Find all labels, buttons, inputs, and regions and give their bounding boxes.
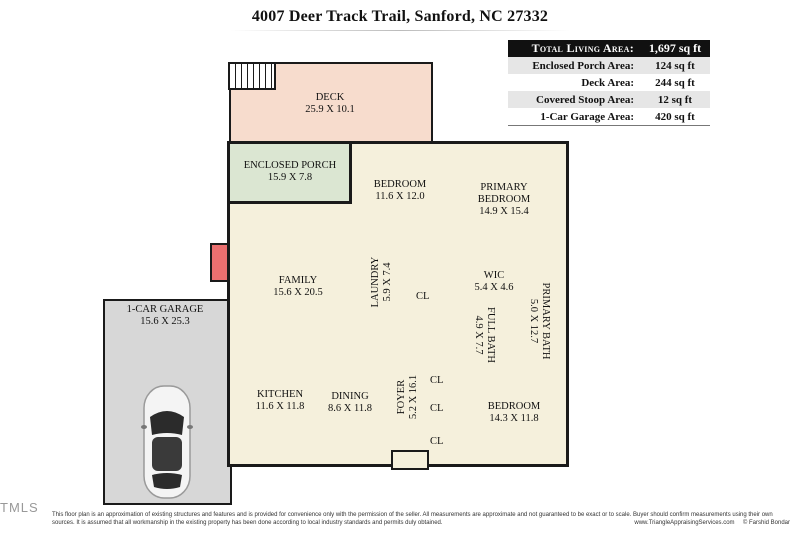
room-name: BEDROOM — [477, 194, 531, 205]
dining-label: DINING 8.6 X 11.8 — [315, 391, 385, 415]
deck-label: DECK 25.9 X 10.1 — [300, 92, 360, 116]
area-value: 1,697 sq ft — [640, 40, 710, 57]
primary-bath-label: PRIMARY BATH 5.0 X 12.7 — [527, 275, 551, 367]
room-name: FULL BATH — [485, 307, 496, 363]
disclaimer: This floor plan is an approximation of e… — [52, 511, 790, 527]
room-dimensions: 14.9 X 15.4 — [479, 206, 529, 217]
room-dimensions: 15.9 X 7.8 — [267, 172, 313, 183]
room-dimensions: 14.3 X 11.8 — [489, 413, 539, 424]
room-name: PRIMARY BATH — [540, 282, 551, 360]
bedroom-2-label: BEDROOM 14.3 X 11.8 — [474, 401, 554, 425]
chimney — [210, 243, 229, 282]
room-dimensions: 5.9 X 7.4 — [382, 262, 393, 302]
enclosed-porch-area — [227, 141, 352, 204]
closet-label: CL — [430, 436, 444, 447]
bedroom-label: BEDROOM 11.6 X 12.0 — [360, 179, 440, 203]
room-name: DINING — [331, 391, 369, 402]
room-name: WIC — [483, 270, 505, 281]
room-dimensions: 8.6 X 11.8 — [328, 403, 372, 414]
room-name: BEDROOM — [487, 401, 541, 412]
room-name: ENCLOSED PORCH — [243, 160, 337, 171]
foyer-label: FOYER 5.2 X 16.1 — [396, 362, 420, 432]
deck-stairs — [228, 62, 276, 90]
area-row-garage: 1-Car Garage Area: 420 sq ft — [508, 108, 710, 126]
full-bath-label: FULL BATH 4.9 X 7.7 — [472, 300, 496, 370]
room-dimensions: 4.9 X 7.7 — [473, 315, 484, 355]
area-row-covered-stoop: Covered Stoop Area: 12 sq ft — [508, 91, 710, 108]
area-row-total-living: Total Living Area: 1,697 sq ft — [508, 40, 710, 57]
area-value: 12 sq ft — [640, 91, 710, 108]
area-label: 1-Car Garage Area: — [508, 108, 640, 126]
room-dimensions: 5.0 X 12.7 — [528, 298, 539, 344]
area-value: 420 sq ft — [640, 108, 710, 126]
footer-copyright: © Farshid Bondar — [742, 520, 790, 526]
covered-stoop — [391, 450, 429, 470]
room-name: 1-CAR GARAGE — [126, 304, 204, 315]
family-label: FAMILY 15.6 X 20.5 — [258, 275, 338, 299]
area-value: 124 sq ft — [640, 57, 710, 74]
car-icon — [141, 385, 193, 499]
room-name: DECK — [315, 92, 345, 103]
room-name: KITCHEN — [256, 389, 304, 400]
area-row-enclosed-porch: Enclosed Porch Area: 124 sq ft — [508, 57, 710, 74]
primary-bedroom-label: PRIMARY BEDROOM 14.9 X 15.4 — [464, 182, 544, 218]
area-value: 244 sq ft — [655, 76, 695, 89]
title-divider — [230, 30, 570, 31]
closet-label: CL — [416, 291, 430, 302]
closet-label: CL — [430, 375, 444, 386]
closet-label: CL — [430, 403, 444, 414]
area-summary-table: Total Living Area: 1,697 sq ft Enclosed … — [508, 40, 710, 126]
page-title: 4007 Deer Track Trail, Sanford, NC 27332 — [251, 8, 549, 25]
area-label: Deck Area: — [581, 76, 634, 89]
room-name: FOYER — [396, 379, 407, 415]
area-label: Covered Stoop Area: — [508, 91, 640, 108]
room-dimensions: 15.6 X 20.5 — [273, 287, 323, 298]
room-name: FAMILY — [278, 275, 318, 286]
laundry-label: LAUNDRY 5.9 X 7.4 — [370, 247, 394, 317]
footer-website: www.TriangleAppraisingServices.com — [634, 520, 735, 526]
room-name: LAUNDRY — [370, 256, 381, 308]
garage-label: 1-CAR GARAGE 15.6 X 25.3 — [110, 304, 220, 328]
wic-label: WIC 5.4 X 4.6 — [464, 270, 524, 294]
room-name: PRIMARY — [480, 182, 528, 193]
kitchen-label: KITCHEN 11.6 X 11.8 — [240, 389, 320, 413]
room-dimensions: 5.4 X 4.6 — [474, 282, 514, 293]
area-label: Enclosed Porch Area: — [508, 57, 640, 74]
disclaimer-text: This floor plan is an approximation of e… — [52, 512, 773, 526]
room-name: BEDROOM — [373, 179, 427, 190]
room-dimensions: 11.6 X 11.8 — [255, 401, 305, 412]
room-dimensions: 11.6 X 12.0 — [375, 191, 425, 202]
room-dimensions: 15.6 X 25.3 — [140, 316, 190, 327]
room-dimensions: 5.2 X 16.1 — [408, 374, 419, 420]
area-label: Total Living Area: — [508, 40, 640, 57]
area-row-deck: Deck Area: 244 sq ft — [508, 74, 710, 91]
watermark: TMLS — [0, 500, 39, 515]
enclosed-porch-label: ENCLOSED PORCH 15.9 X 7.8 — [232, 160, 348, 184]
room-dimensions: 25.9 X 10.1 — [305, 104, 355, 115]
